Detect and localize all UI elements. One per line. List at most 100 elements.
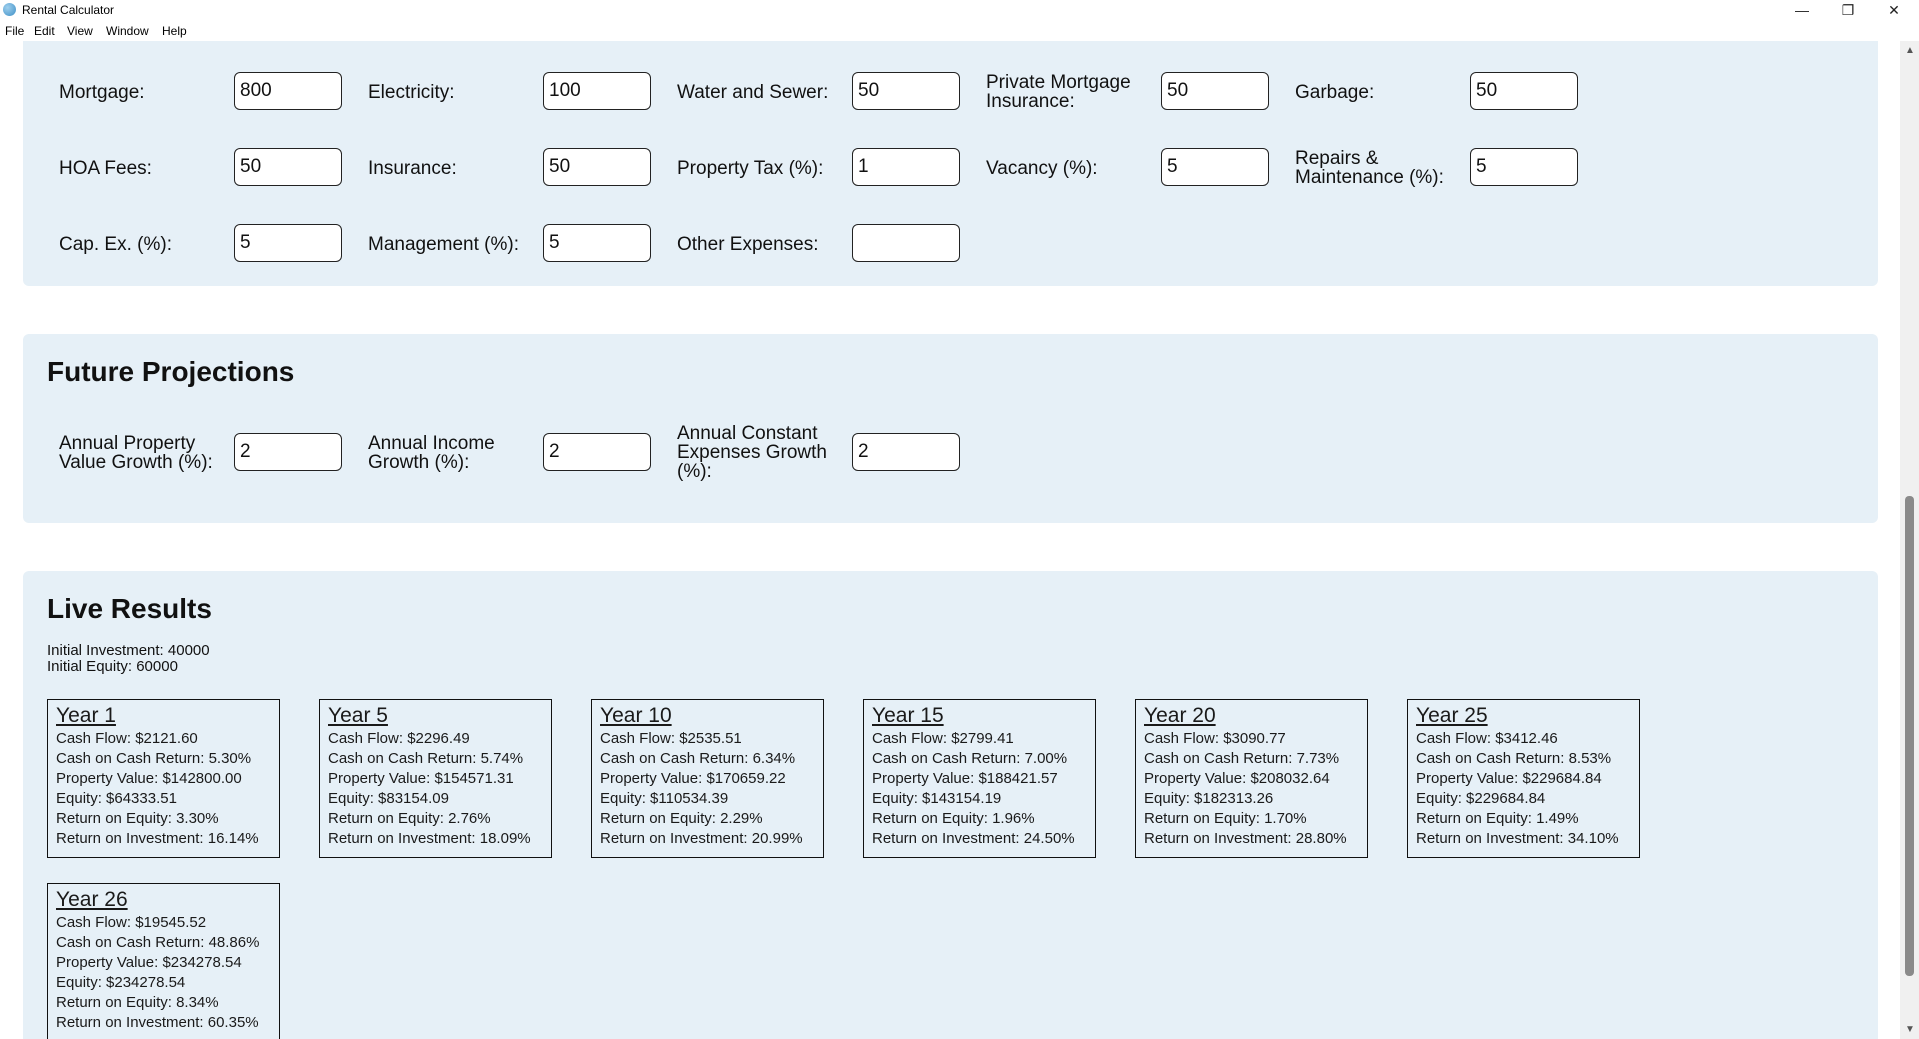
- card-coc: Cash on Cash Return: 5.74%: [328, 750, 524, 767]
- vertical-scrollbar[interactable]: ▲ ▼: [1900, 41, 1919, 1039]
- card-roe: Return on Equity: 1.70%: [1144, 810, 1307, 827]
- projections-title: Future Projections: [47, 356, 295, 387]
- window-title: Rental Calculator: [22, 3, 115, 17]
- app-icon: [3, 3, 16, 16]
- card-equity: Equity: $83154.09: [328, 790, 449, 807]
- hoa-input[interactable]: 50: [234, 148, 342, 186]
- property-growth-input[interactable]: 2: [234, 433, 342, 471]
- menu-bar: File Edit View Window Help: [0, 21, 1919, 41]
- card-title: Year 26: [56, 888, 128, 911]
- scroll-down-arrow-icon[interactable]: ▼: [1905, 1024, 1915, 1035]
- card-roe: Return on Equity: 2.76%: [328, 810, 491, 827]
- card-roe: Return on Equity: 1.49%: [1416, 810, 1579, 827]
- card-title: Year 20: [1144, 704, 1216, 727]
- expenses-growth-input[interactable]: 2: [852, 433, 960, 471]
- hoa-label: HOA Fees:: [59, 158, 152, 179]
- card-coc: Cash on Cash Return: 8.53%: [1416, 750, 1612, 767]
- card-roi: Return on Investment: 20.99%: [600, 830, 803, 847]
- pmi-input[interactable]: 50: [1161, 72, 1269, 110]
- menu-window[interactable]: Window: [106, 24, 149, 38]
- card-title: Year 15: [872, 704, 944, 727]
- card-title: Year 1: [56, 704, 116, 727]
- card-title: Year 5: [328, 704, 388, 727]
- mortgage-input[interactable]: 800: [234, 72, 342, 110]
- menu-view[interactable]: View: [67, 24, 93, 38]
- result-card: Year 10 Cash Flow: $2535.51 Cash on Cash…: [591, 699, 824, 858]
- capex-input[interactable]: 5: [234, 224, 342, 262]
- card-roi: Return on Investment: 18.09%: [328, 830, 531, 847]
- minimize-button[interactable]: —: [1795, 2, 1809, 18]
- initial-equity: Initial Equity: 60000: [47, 658, 178, 675]
- property-growth-label-line1: Annual Property: [59, 433, 196, 454]
- card-coc: Cash on Cash Return: 6.34%: [600, 750, 796, 767]
- card-roe: Return on Equity: 8.34%: [56, 994, 219, 1011]
- water-sewer-input[interactable]: 50: [852, 72, 960, 110]
- card-roi: Return on Investment: 16.14%: [56, 830, 259, 847]
- card-equity: Equity: $110534.39: [600, 790, 729, 807]
- card-roi: Return on Investment: 24.50%: [872, 830, 1075, 847]
- results-panel: Live Results Initial Investment: 40000 I…: [23, 571, 1878, 1039]
- card-cash-flow: Cash Flow: $3090.77: [1144, 730, 1286, 747]
- content-area: Mortgage: 800 Electricity: 100 Water and…: [0, 41, 1900, 1039]
- card-equity: Equity: $64333.51: [56, 790, 177, 807]
- water-sewer-label: Water and Sewer:: [677, 82, 829, 103]
- card-cash-flow: Cash Flow: $2296.49: [328, 730, 470, 747]
- results-summary: Initial Investment: 40000 Initial Equity…: [47, 643, 210, 675]
- expenses-growth-label-line1: Annual Constant: [677, 423, 818, 444]
- card-coc: Cash on Cash Return: 7.73%: [1144, 750, 1340, 767]
- repairs-input[interactable]: 5: [1470, 148, 1578, 186]
- electricity-input[interactable]: 100: [543, 72, 651, 110]
- card-roi: Return on Investment: 34.10%: [1416, 830, 1619, 847]
- expenses-growth-label-line3: (%):: [677, 461, 712, 482]
- result-card: Year 26 Cash Flow: $19545.52 Cash on Cas…: [47, 883, 280, 1039]
- pmi-label: Private Mortgage Insurance:: [986, 73, 1131, 111]
- card-coc: Cash on Cash Return: 48.86%: [56, 934, 260, 951]
- electricity-label: Electricity:: [368, 82, 455, 103]
- management-input[interactable]: 5: [543, 224, 651, 262]
- maximize-button[interactable]: ❐: [1841, 1, 1855, 18]
- property-tax-label: Property Tax (%):: [677, 158, 824, 179]
- result-card: Year 15 Cash Flow: $2799.41 Cash on Cash…: [863, 699, 1096, 858]
- card-cash-flow: Cash Flow: $19545.52: [56, 914, 207, 931]
- card-property-value: Property Value: $154571.31: [328, 770, 514, 787]
- menu-file[interactable]: File: [5, 24, 25, 38]
- management-label: Management (%):: [368, 234, 520, 255]
- income-growth-label-line2: Growth (%):: [368, 452, 470, 473]
- insurance-label: Insurance:: [368, 158, 457, 179]
- expenses-growth-label-line2: Expenses Growth: [677, 442, 827, 463]
- menu-edit[interactable]: Edit: [34, 24, 55, 38]
- close-button[interactable]: ✕: [1888, 1, 1900, 18]
- property-tax-input[interactable]: 1: [852, 148, 960, 186]
- income-growth-input[interactable]: 2: [543, 433, 651, 471]
- insurance-input[interactable]: 50: [543, 148, 651, 186]
- menu-help[interactable]: Help: [162, 24, 187, 38]
- card-title: Year 10: [600, 704, 672, 727]
- other-expenses-input[interactable]: [852, 224, 960, 262]
- card-coc: Cash on Cash Return: 5.30%: [56, 750, 252, 767]
- card-cash-flow: Cash Flow: $2535.51: [600, 730, 742, 747]
- income-growth-label-line1: Annual Income: [368, 433, 495, 454]
- card-cash-flow: Cash Flow: $3412.46: [1416, 730, 1558, 747]
- other-expenses-label: Other Expenses:: [677, 234, 819, 255]
- card-equity: Equity: $234278.54: [56, 974, 186, 991]
- card-property-value: Property Value: $170659.22: [600, 770, 786, 787]
- scroll-up-arrow-icon[interactable]: ▲: [1905, 45, 1915, 56]
- repairs-label-line1: Repairs &: [1295, 148, 1379, 169]
- scroll-thumb[interactable]: [1905, 496, 1914, 976]
- property-growth-label-line2: Value Growth (%):: [59, 452, 213, 473]
- repairs-label: Repairs & Maintenance (%):: [1295, 149, 1444, 187]
- card-roe: Return on Equity: 3.30%: [56, 810, 219, 827]
- card-equity: Equity: $229684.84: [1416, 790, 1546, 807]
- garbage-input[interactable]: 50: [1470, 72, 1578, 110]
- result-card: Year 20 Cash Flow: $3090.77 Cash on Cash…: [1135, 699, 1368, 858]
- income-growth-label: Annual Income Growth (%):: [368, 434, 495, 472]
- property-growth-label: Annual Property Value Growth (%):: [59, 434, 213, 472]
- card-cash-flow: Cash Flow: $2799.41: [872, 730, 1014, 747]
- vacancy-label: Vacancy (%):: [986, 158, 1098, 179]
- pmi-label-line2: Insurance:: [986, 91, 1075, 112]
- mortgage-label: Mortgage:: [59, 82, 145, 103]
- vacancy-input[interactable]: 5: [1161, 148, 1269, 186]
- capex-label: Cap. Ex. (%):: [59, 234, 172, 255]
- result-card: Year 1 Cash Flow: $2121.60 Cash on Cash …: [47, 699, 280, 858]
- card-roi: Return on Investment: 28.80%: [1144, 830, 1347, 847]
